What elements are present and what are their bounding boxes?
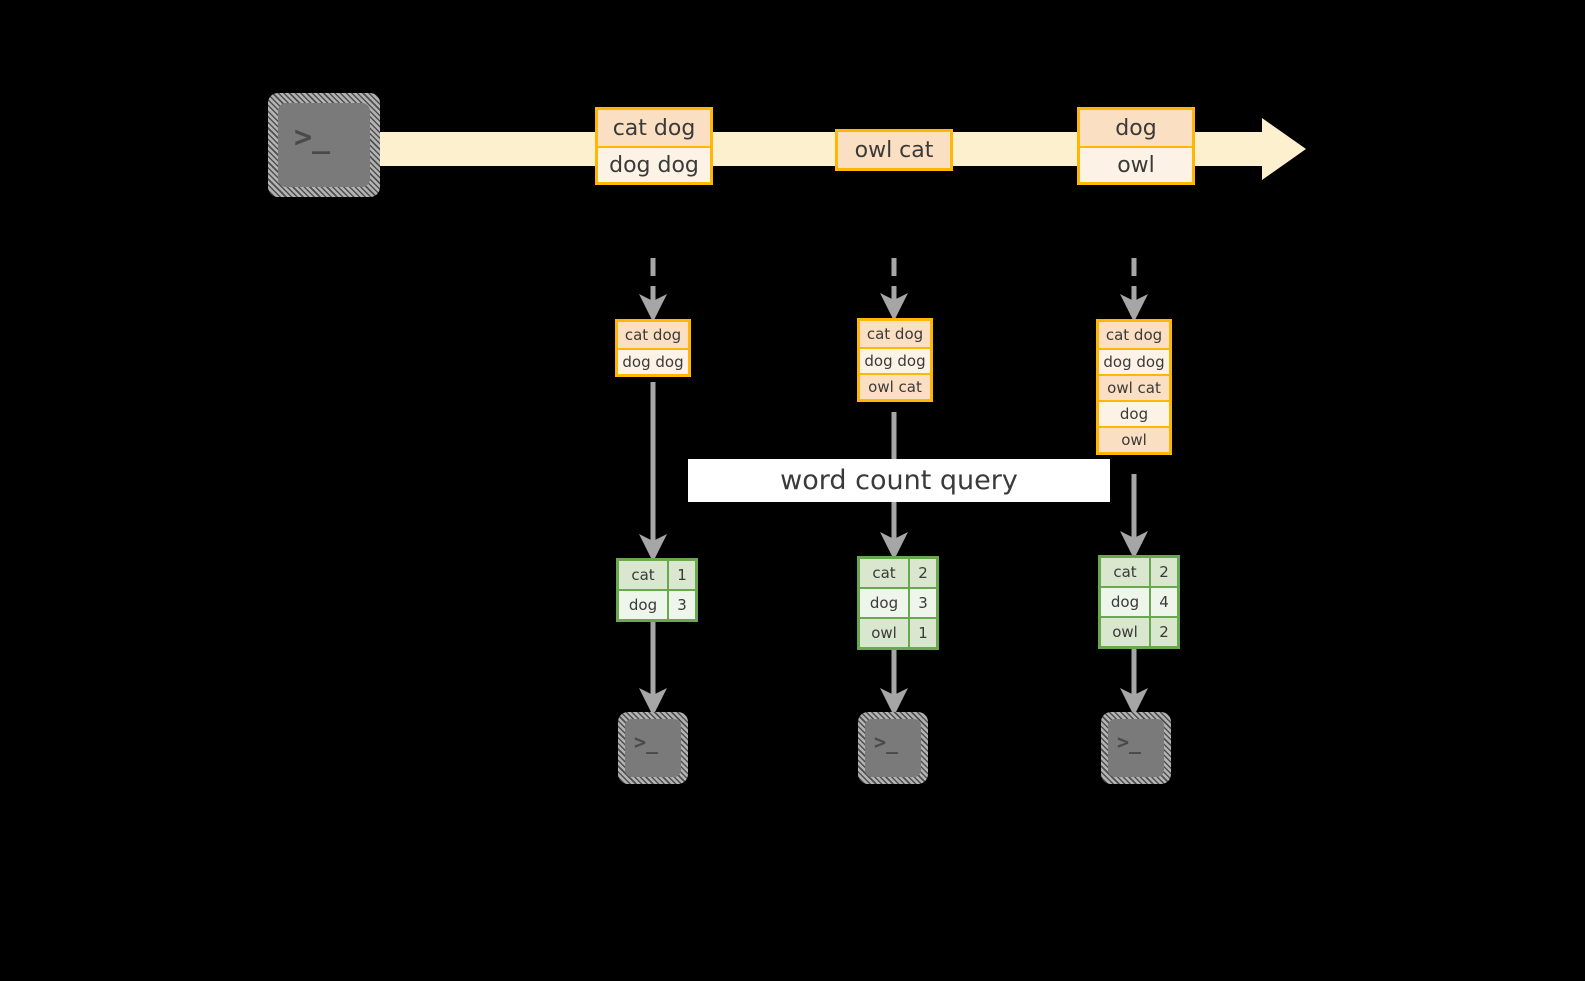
accumulated-record: dog xyxy=(1099,400,1169,426)
accumulated-record: cat dog xyxy=(618,322,688,348)
result-row: owl 1 xyxy=(860,617,936,647)
accumulated-record: dog dog xyxy=(1099,348,1169,374)
stream-record: owl cat xyxy=(838,132,950,168)
result-word: cat xyxy=(860,559,908,587)
result-row: cat 2 xyxy=(860,559,936,587)
stream-record: dog xyxy=(1080,110,1192,146)
stream-group-1: cat dog dog dog xyxy=(595,107,713,185)
result-count: 1 xyxy=(908,619,936,647)
result-word: cat xyxy=(619,561,667,589)
accumulated-record: cat dog xyxy=(1099,322,1169,348)
accumulated-record: owl xyxy=(1099,426,1169,452)
result-count: 4 xyxy=(1149,588,1177,616)
stage-3-result-table: cat 2 dog 4 owl 2 xyxy=(1098,555,1180,649)
accumulated-record: cat dog xyxy=(860,321,930,347)
accumulated-record: owl cat xyxy=(1099,374,1169,400)
result-count: 2 xyxy=(908,559,936,587)
result-count: 3 xyxy=(667,591,695,619)
stage-1-accumulator: cat dog dog dog xyxy=(615,319,691,377)
terminal-screen xyxy=(865,719,921,777)
source-terminal-icon: >_ xyxy=(268,93,380,197)
result-row: owl 2 xyxy=(1101,616,1177,646)
stream-group-3: dog owl xyxy=(1077,107,1195,185)
result-row: cat 1 xyxy=(619,561,695,589)
terminal-prompt-label: >_ xyxy=(1117,730,1142,754)
stage-3-sink-terminal-icon: >_ xyxy=(1101,712,1171,784)
result-count: 1 xyxy=(667,561,695,589)
result-count: 3 xyxy=(908,589,936,617)
result-row: cat 2 xyxy=(1101,558,1177,586)
query-label: word count query xyxy=(688,459,1110,502)
stream-record: cat dog xyxy=(598,110,710,146)
result-row: dog 3 xyxy=(619,589,695,619)
stage-1-result-table: cat 1 dog 3 xyxy=(616,558,698,622)
result-word: cat xyxy=(1101,558,1149,586)
terminal-prompt-label: >_ xyxy=(874,730,899,754)
terminal-screen xyxy=(278,103,370,187)
accumulated-record: owl cat xyxy=(860,373,930,399)
terminal-screen xyxy=(1108,719,1164,777)
result-word: dog xyxy=(1101,588,1149,616)
stage-2-accumulator: cat dog dog dog owl cat xyxy=(857,318,933,402)
result-count: 2 xyxy=(1149,558,1177,586)
stage-3-accumulator: cat dog dog dog owl cat dog owl xyxy=(1096,319,1172,455)
stage-1-sink-terminal-icon: >_ xyxy=(618,712,688,784)
stage-2-result-table: cat 2 dog 3 owl 1 xyxy=(857,556,939,650)
result-word: owl xyxy=(860,619,908,647)
stream-record: dog dog xyxy=(598,146,710,182)
result-word: dog xyxy=(619,591,667,619)
result-word: dog xyxy=(860,589,908,617)
result-word: owl xyxy=(1101,618,1149,646)
terminal-screen xyxy=(625,719,681,777)
result-row: dog 3 xyxy=(860,587,936,617)
stage-2-sink-terminal-icon: >_ xyxy=(858,712,928,784)
terminal-prompt-label: >_ xyxy=(634,730,659,754)
dashed-drop-arrows xyxy=(650,258,1137,306)
stream-record: owl xyxy=(1080,146,1192,182)
stream-group-2: owl cat xyxy=(835,129,953,171)
accumulated-record: dog dog xyxy=(618,348,688,374)
accumulated-record: dog dog xyxy=(860,347,930,373)
result-row: dog 4 xyxy=(1101,586,1177,616)
terminal-prompt-label: >_ xyxy=(294,120,331,155)
result-count: 2 xyxy=(1149,618,1177,646)
